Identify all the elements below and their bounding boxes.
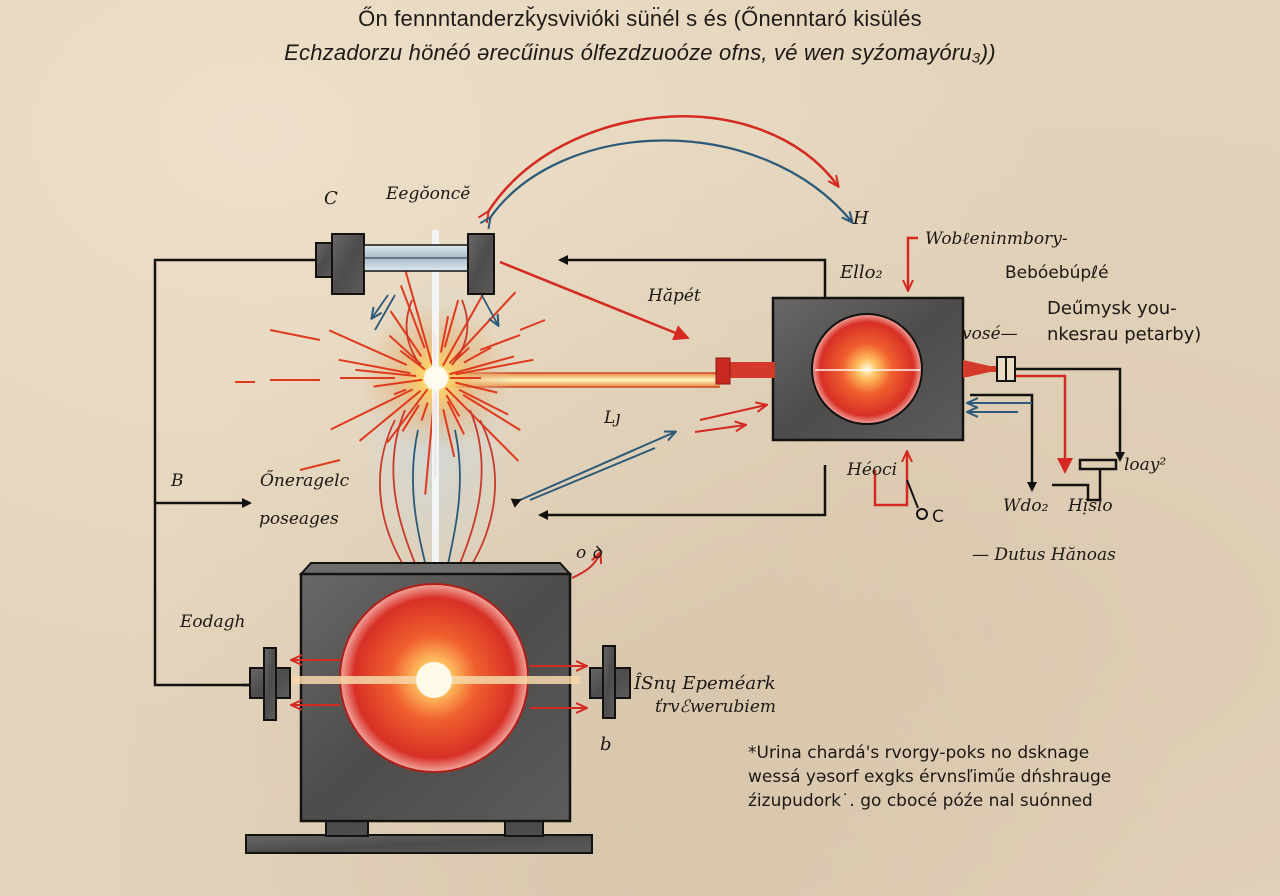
label-hapet: Hăpét <box>648 286 701 306</box>
label-b-lower: b <box>600 734 612 755</box>
footnote: *Urina chardá's rvorgy-poks no dsknage w… <box>748 741 1111 813</box>
burst-ray <box>441 291 486 367</box>
red-signal-wire <box>1012 374 1073 474</box>
burst-ray <box>330 388 414 431</box>
label-bebobuple: Bebóebúpℓé <box>1005 263 1109 283</box>
heoci-red-arrow <box>873 452 907 507</box>
burst-ray <box>389 310 423 358</box>
label-wobeleninmbory: Wobℓeninmbory- <box>925 229 1068 249</box>
burst-ray <box>443 299 460 348</box>
burst-ray <box>442 408 456 458</box>
label-eodagh: Eodagh <box>180 612 246 632</box>
burst-ray <box>446 400 465 435</box>
label-c-top: C <box>324 188 338 209</box>
burst-ray <box>373 378 423 388</box>
label-eegoonce: Eegŏoncĕ <box>386 184 471 204</box>
burst-ray <box>393 388 407 396</box>
label-dutus-hanoas: — Dutus Hănoas <box>972 545 1116 565</box>
label-deumysk-line-2: nkesrau petarby) <box>1047 324 1202 345</box>
blue-diagonal-arrow-1 <box>520 432 675 500</box>
burst-ray <box>445 394 461 417</box>
label-oc: C <box>932 507 944 527</box>
wire-bottom-return <box>538 465 827 520</box>
burst-ray <box>355 368 417 377</box>
burst-ray <box>439 315 450 353</box>
footnote-line: wessá yəsorf exgks érvnsľiműe dńshrauge <box>748 767 1112 787</box>
left-wire-loop <box>153 258 322 687</box>
diagram-title-line-1: Őn fennntanderzǩysvivióki sün̈él s és (Ő… <box>358 6 922 31</box>
burst-ray <box>328 329 408 366</box>
label-poseages: poseages <box>259 509 339 529</box>
burst-ray <box>386 388 429 444</box>
burst-ray <box>401 404 420 432</box>
capacitor-plate <box>1078 458 1118 471</box>
blue-arc-arrow <box>490 139 852 222</box>
switch-lever <box>906 479 919 509</box>
burst-ray <box>420 402 429 421</box>
label-isny-line-2: ťrvℰwerubiem <box>655 697 777 717</box>
red-small-arrow-2 <box>694 425 745 433</box>
burst-ray <box>403 265 434 365</box>
red-beam-arrow <box>499 260 690 341</box>
woben-red-arrow <box>908 236 918 290</box>
burst-ray <box>399 349 426 371</box>
label-loay2: loay² <box>1124 455 1167 475</box>
top-electrode-assembly <box>315 233 495 295</box>
burst-ray <box>338 358 411 375</box>
footnote-line: źizupudork˙. go cbocé późe nal suónned <box>748 791 1093 811</box>
burst-ray <box>455 381 498 394</box>
label-vose: vosé— <box>962 324 1018 344</box>
label-hislo: Hịslo <box>1068 496 1113 516</box>
label-ello2: Ello₂ <box>840 262 883 283</box>
burst-dash <box>299 459 341 471</box>
label-lj: Lȷ <box>604 408 621 428</box>
burst-ray <box>400 285 426 349</box>
label-h-arc: H <box>853 208 869 229</box>
burst-ray <box>358 389 422 442</box>
label-heoci: Héoci <box>847 460 898 480</box>
switch-contact <box>916 508 928 520</box>
burst-ray <box>449 355 515 376</box>
label-oneragelc: Őneragelc <box>260 471 350 491</box>
label-wdo2: Wdo₂ <box>1003 496 1049 516</box>
red-arc-arrow <box>488 115 838 212</box>
wire-right-out <box>1015 367 1125 462</box>
footnote-line: *Urina chardá's rvorgy-poks no dsknage <box>748 743 1090 763</box>
wire-top-to-chamber <box>558 255 827 300</box>
main-discharge-chamber <box>245 562 631 854</box>
od-red-arrow <box>571 553 600 579</box>
burst-dash <box>519 319 546 331</box>
reaction-chamber <box>715 296 1016 442</box>
burst-dash <box>269 329 321 341</box>
burst-ray <box>455 358 534 376</box>
wire-right-down <box>970 393 1037 492</box>
blue-diagonal-arrow-2 <box>529 447 656 501</box>
label-isny-line-1: ÎSnɥ Epeméark <box>634 673 776 694</box>
diagram-title-line-2: Echzadorzu hönéó ərecűinus ólfezdzuoóze … <box>284 40 996 65</box>
burst-ray <box>458 388 509 416</box>
burst-ray <box>462 393 521 431</box>
label-od: o ꝺ <box>576 543 602 563</box>
label-deumysk-line-1: Deűmysk you- <box>1047 298 1177 319</box>
red-small-arrow-1 <box>699 405 766 421</box>
vertical-light-beam <box>432 230 439 580</box>
wire-hislo <box>1052 470 1102 502</box>
label-b-upper: B <box>171 471 184 491</box>
burst-dash <box>479 334 521 351</box>
burst-ray <box>463 346 492 364</box>
